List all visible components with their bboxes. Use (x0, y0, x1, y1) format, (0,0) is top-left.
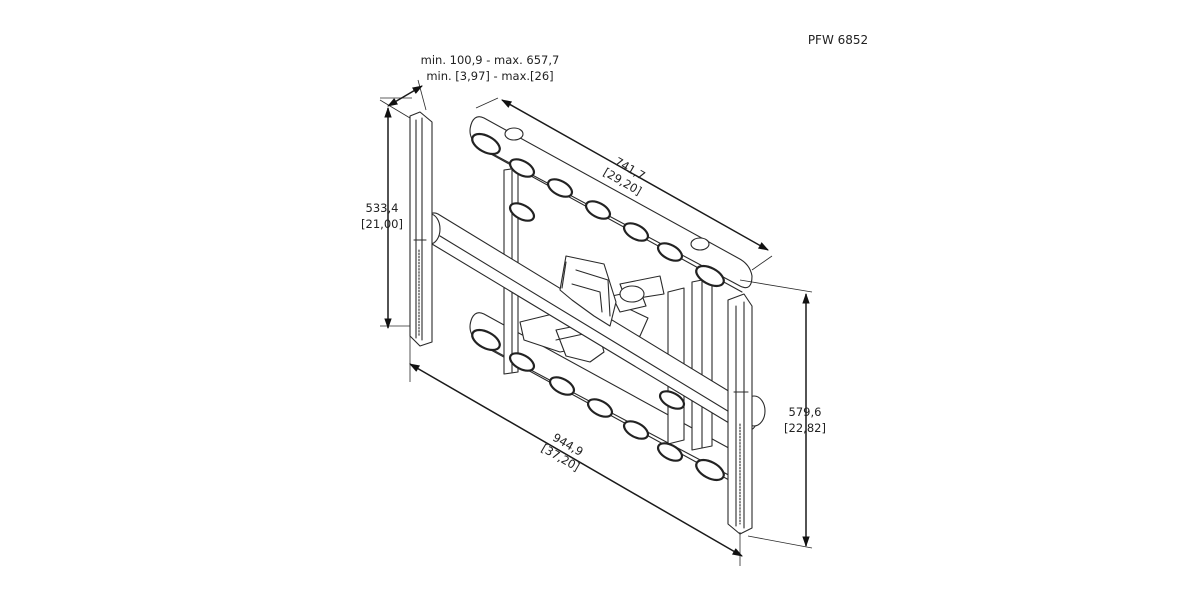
dimension-lines (384, 85, 810, 557)
overall-height-label-in: [22,82] (784, 421, 826, 435)
dim-depth (387, 85, 423, 107)
depth-label-mm: min. 100,9 - max. 657,7 (421, 53, 560, 67)
dim-frame-width (501, 99, 769, 251)
dim-overall-width (409, 363, 743, 557)
model-number: PFW 6852 (808, 33, 868, 47)
tilt-mechanism (559, 255, 617, 327)
bracket-height-label-in: [21,00] (361, 217, 403, 231)
depth-label-in: min. [3,97] - max.[26] (426, 69, 553, 83)
left-tv-bracket (409, 111, 433, 347)
bracket-height-label-mm: 533,4 (366, 201, 399, 215)
overall-height-label-mm: 579,6 (789, 405, 822, 419)
right-tv-bracket (727, 293, 753, 535)
